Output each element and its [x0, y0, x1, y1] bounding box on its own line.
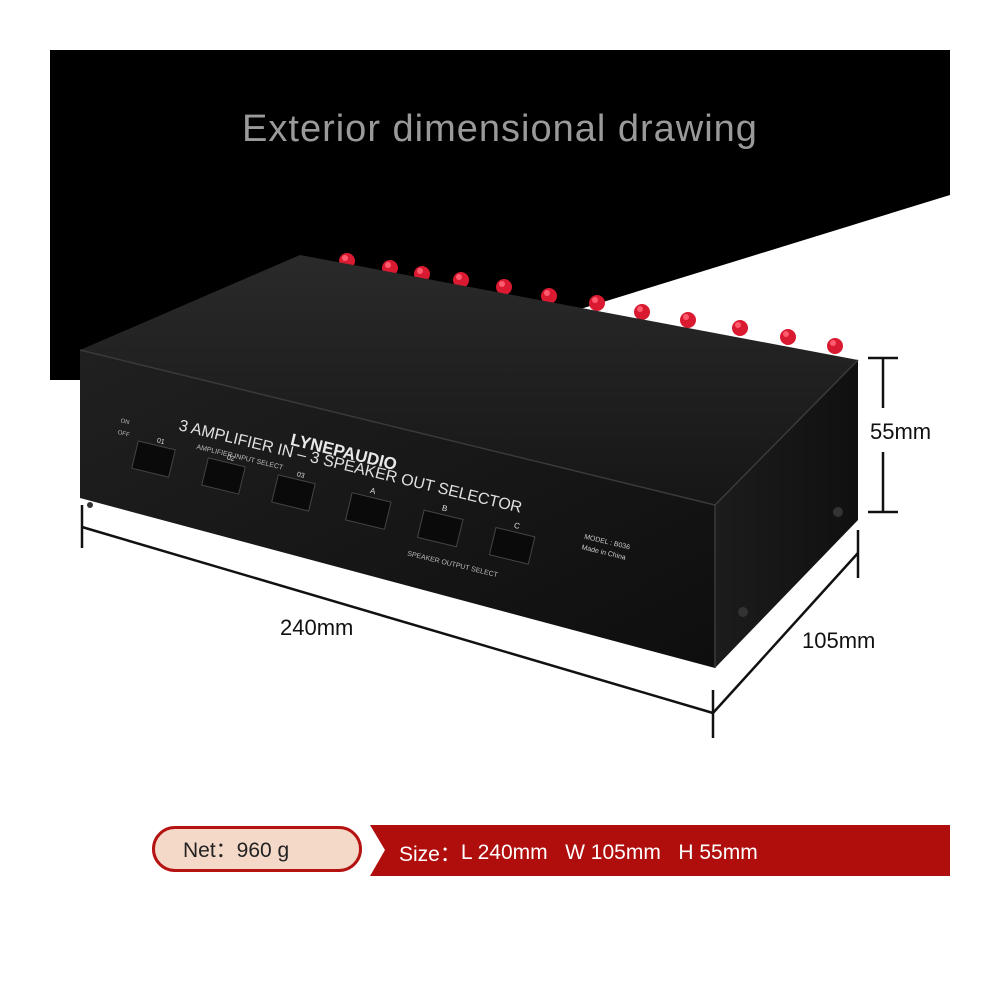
net-weight-text: Net：960 g [183, 839, 290, 862]
binding-posts [339, 253, 843, 354]
size-label: Size： [399, 843, 461, 866]
device-side [715, 360, 858, 668]
size-height: H 55mm [678, 841, 758, 864]
page-title: Exterior dimensional drawing [242, 108, 758, 150]
svg-text:02: 02 [226, 454, 235, 463]
input-buttons: 01 02 03 [131, 437, 316, 512]
svg-text:01: 01 [156, 437, 165, 446]
size-specs: Size： L 240mm W 105mm H 55mm [395, 833, 950, 873]
output-buttons: A B C [344, 486, 536, 565]
device-top [80, 255, 858, 505]
device-front [80, 350, 715, 668]
svg-text:A: A [369, 486, 377, 496]
off-label: OFF [117, 430, 130, 439]
on-label: ON [120, 418, 130, 426]
size-length: L 240mm [460, 841, 548, 864]
size-width: W 105mm [565, 841, 661, 864]
svg-text:03: 03 [296, 471, 305, 480]
height-dimension-label: 55mm [870, 419, 932, 444]
svg-text:C: C [513, 521, 521, 531]
net-weight-badge: Net：960 g [152, 826, 362, 872]
width-dimension-label: 105mm [802, 628, 876, 653]
svg-text:B: B [441, 503, 448, 513]
dimension-lines [80, 356, 898, 738]
size-bar-background [370, 825, 950, 876]
length-dimension-label: 240mm [280, 615, 354, 640]
